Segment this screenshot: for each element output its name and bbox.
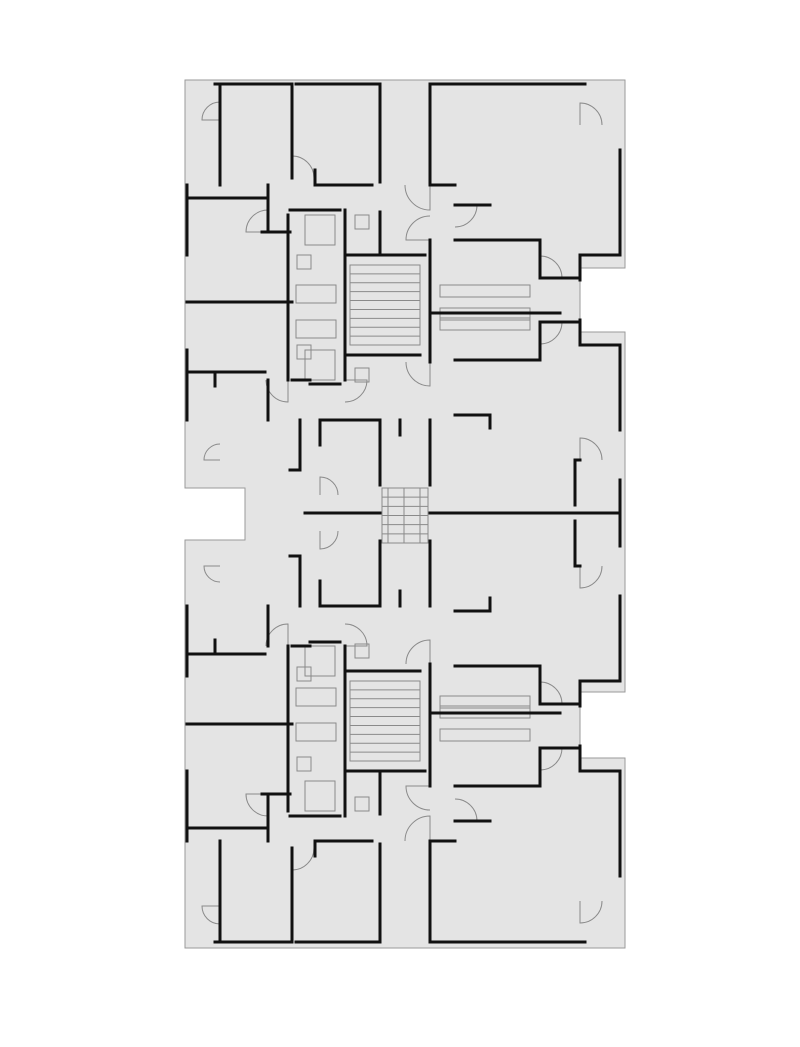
- door-swing: [579, 102, 603, 126]
- fixture: [439, 695, 531, 709]
- door-swing: [405, 785, 431, 811]
- door-swing: [245, 209, 269, 233]
- door-swing: [579, 437, 603, 461]
- fixture: [439, 728, 531, 742]
- fixture: [296, 756, 312, 772]
- fixture: [354, 643, 370, 659]
- fixture: [295, 722, 337, 742]
- door-swing: [319, 530, 339, 550]
- door-swing: [203, 443, 221, 461]
- door-swing: [404, 815, 431, 842]
- fixture: [439, 317, 531, 331]
- fixture: [354, 367, 370, 383]
- fixture: [304, 349, 336, 381]
- door-swing: [405, 215, 431, 241]
- door-swings-and-fixtures: [201, 101, 603, 925]
- door-swing: [319, 476, 339, 496]
- fixture: [304, 780, 336, 812]
- stair-treads-bottom-outline: [349, 680, 421, 762]
- door-swing: [201, 905, 221, 925]
- fixture: [354, 796, 370, 812]
- fixture: [296, 344, 312, 360]
- door-swing: [265, 623, 289, 647]
- door-swing: [344, 379, 368, 403]
- door-swing: [404, 184, 431, 211]
- door-swing: [245, 793, 269, 817]
- stairwells: [349, 264, 429, 762]
- walls: [185, 82, 622, 944]
- door-swing: [405, 639, 431, 665]
- fixture: [304, 214, 336, 246]
- fixture: [295, 319, 337, 339]
- fixture: [295, 284, 337, 304]
- door-swing: [344, 623, 368, 647]
- fixture: [295, 687, 337, 707]
- door-swing: [405, 361, 431, 387]
- fixture: [439, 284, 531, 298]
- stair-treads-center-outline: [381, 487, 429, 544]
- stair-treads-top-outline: [349, 264, 421, 346]
- fixture: [354, 214, 370, 230]
- door-swing: [579, 565, 603, 589]
- door-swing: [201, 101, 221, 121]
- door-swing: [579, 900, 603, 924]
- fixture: [304, 645, 336, 677]
- fixture: [296, 666, 312, 682]
- fixture: [296, 254, 312, 270]
- door-swing: [265, 379, 289, 403]
- door-swing: [203, 565, 221, 583]
